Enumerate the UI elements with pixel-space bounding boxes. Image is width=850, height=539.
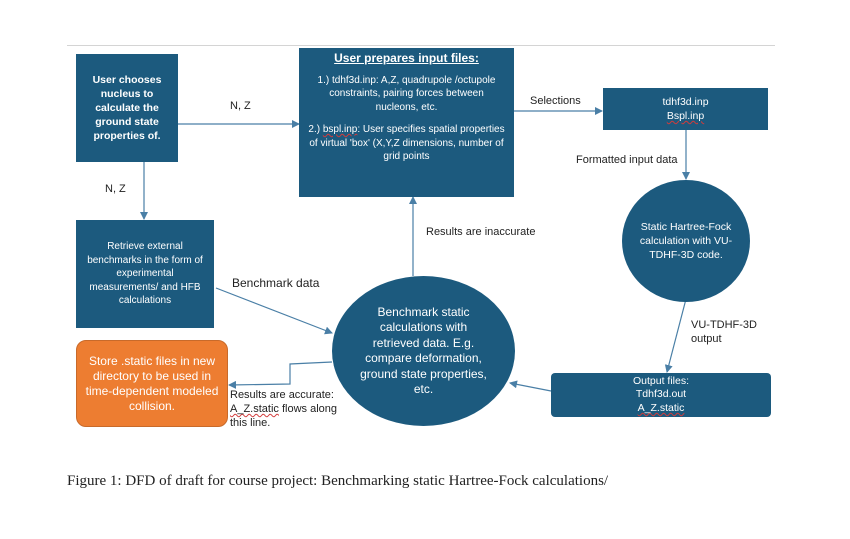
label-results-inaccurate: Results are inaccurate — [426, 226, 536, 238]
node-store-files: Store .static files in new directory to … — [76, 340, 228, 427]
node-retrieve-benchmarks: Retrieve external benchmarks in the form… — [76, 220, 214, 328]
figure-caption: Figure 1: DFD of draft for course projec… — [67, 473, 609, 489]
edge-benchmark-data — [215, 287, 333, 335]
node-store-files-text: Store .static files in new directory to … — [85, 353, 219, 413]
edge-accurate — [228, 361, 333, 389]
node-static-calculation-text: Static Hartree-Fock calculation with VU-… — [639, 221, 733, 261]
edge-vu-output — [664, 298, 687, 373]
label-selections: Selections — [530, 95, 581, 107]
label-accurate-flow: flows along — [278, 403, 337, 415]
node-choose-nucleus-text: User chooses nucleus to calculate the gr… — [92, 74, 162, 142]
node-prepare-item1: 1.) tdhf3d.inp: A,Z, quadrupole /octupol… — [317, 74, 496, 113]
label-formatted-input: Formatted input data — [576, 154, 678, 166]
node-input-files: tdhf3d.inp Bspl.inp — [603, 88, 768, 130]
node-output-file-1: Tdhf3d.out — [635, 388, 687, 401]
label-vu-output-1: VU-TDHF-3D — [691, 319, 757, 331]
node-output-files: Output files: Tdhf3d.out A_Z.static — [551, 373, 771, 417]
node-benchmark-calculations-text: Benchmark static calculations with retri… — [360, 304, 487, 397]
label-nz-right: N, Z — [230, 100, 251, 112]
edge-outputs-to-benchmark — [509, 380, 552, 392]
node-prepare-item2-file: bspl.inp — [322, 124, 358, 135]
node-choose-nucleus: User chooses nucleus to calculate the gr… — [76, 54, 178, 162]
label-accurate-file: A_Z.static — [230, 403, 279, 415]
node-prepare-item2-text: : User specifies spatial properties of v… — [309, 124, 505, 162]
node-output-file-2: A_Z.static — [637, 401, 685, 414]
label-accurate-3: this line. — [230, 417, 271, 429]
node-input-file-2: Bspl.inp — [666, 110, 705, 122]
label-benchmark-data: Benchmark data — [232, 276, 320, 290]
label-nz-down: N, Z — [105, 183, 126, 195]
label-accurate-1: Results are accurate: — [230, 389, 334, 401]
node-prepare-item2-prefix: 2.) — [308, 124, 323, 135]
top-rule — [67, 45, 775, 46]
node-prepare-inputs: User prepares input files: 1.) tdhf3d.in… — [299, 48, 514, 197]
node-retrieve-benchmarks-text: Retrieve external benchmarks in the form… — [87, 241, 203, 307]
label-accurate-2: A_Z.static flows along — [230, 403, 337, 415]
node-prepare-title: User prepares input files: — [334, 51, 479, 65]
node-prepare-item2: 2.) bspl.inp: User specifies spatial pro… — [307, 123, 506, 164]
node-benchmark-calculations: Benchmark static calculations with retri… — [332, 276, 515, 426]
label-vu-output-2: output — [691, 333, 722, 345]
node-output-title: Output files: — [632, 374, 690, 387]
node-static-calculation: Static Hartree-Fock calculation with VU-… — [622, 180, 750, 302]
node-input-file-1: tdhf3d.inp — [662, 96, 709, 108]
